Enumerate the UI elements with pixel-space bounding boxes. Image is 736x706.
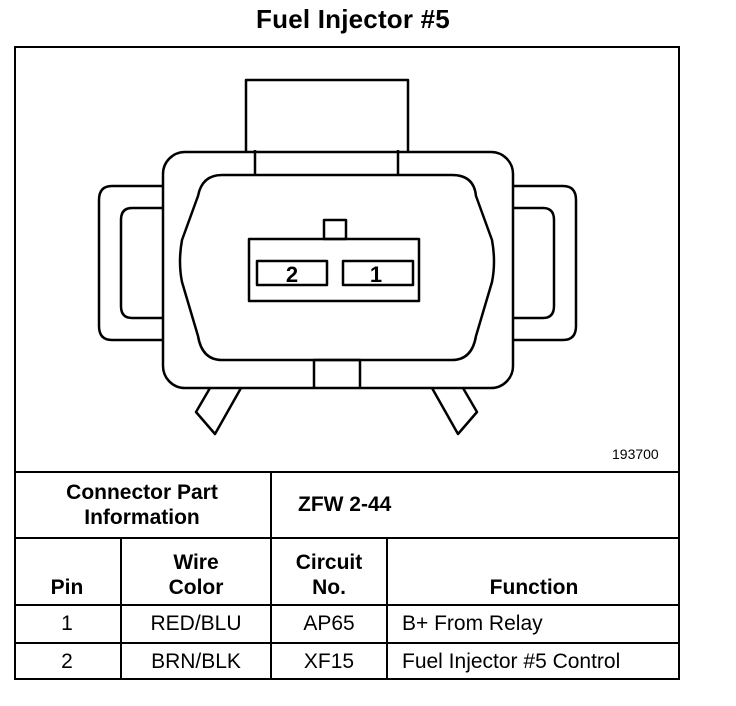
pin-slot-2: [255, 259, 329, 287]
header-function-label: Function: [489, 576, 579, 599]
keying-notch: [322, 218, 348, 241]
reference-number: 193700: [612, 446, 659, 462]
pin-label-1: 1: [370, 262, 382, 287]
cell-function: Fuel Injector #5 Control: [386, 644, 680, 680]
cell-pin: 1: [61, 612, 73, 635]
connector-body-inner: [178, 173, 496, 362]
header-wire-color-line2: Color: [168, 576, 224, 599]
connector-part-number: ZFW 2-44: [298, 493, 392, 516]
left-bottom-wing: [194, 387, 243, 436]
pin-label-2: 2: [286, 262, 298, 287]
header-wire-color: Wire Color: [120, 539, 270, 604]
table-header-row: Pin Wire Color Circuit No. Function: [14, 537, 680, 604]
header-function: Function: [386, 539, 680, 604]
connector-body-outer: [161, 150, 515, 390]
connector-latch: [244, 78, 410, 152]
connector-diagram: 2 1: [97, 78, 578, 436]
cell-function: B+ From Relay: [386, 606, 680, 642]
header-pin-label: Pin: [50, 576, 84, 599]
cell-wire-color: BRN/BLK: [120, 644, 270, 680]
bottom-guide: [312, 358, 362, 388]
table-row: 2 BRN/BLK XF15 Fuel Injector #5 Control: [14, 642, 680, 680]
cell-circuit: AP65: [270, 606, 386, 642]
connector-part-label-line2: Information: [84, 506, 200, 529]
page-title: Fuel Injector #5: [256, 4, 450, 34]
header-wire-color-line1: Wire: [173, 551, 219, 574]
left-side-tab: [97, 184, 163, 342]
pin-cavity-box: [247, 237, 421, 303]
connector-part-value: ZFW 2-44: [270, 473, 680, 537]
connector-part-label: Connector Part Information: [14, 473, 270, 537]
connector-part-label-line1: Connector Part: [66, 481, 218, 504]
connector-part-row: Connector Part Information ZFW 2-44: [14, 471, 680, 537]
header-circuit: Circuit No.: [270, 539, 386, 604]
pin-slot-1: [341, 259, 415, 287]
table-row: 1 RED/BLU AP65 B+ From Relay: [14, 604, 680, 642]
right-side-tab: [513, 184, 578, 342]
connector-table: Connector Part Information ZFW 2-44 Pin …: [14, 471, 680, 680]
header-pin: Pin: [14, 539, 120, 604]
cell-pin: 2: [61, 650, 73, 673]
header-circuit-line1: Circuit: [295, 551, 363, 574]
header-circuit-line2: No.: [312, 576, 346, 599]
cell-wire-color: RED/BLU: [120, 606, 270, 642]
right-bottom-wing: [430, 387, 479, 436]
diagram-frame: [14, 46, 680, 680]
cell-circuit: XF15: [270, 644, 386, 680]
